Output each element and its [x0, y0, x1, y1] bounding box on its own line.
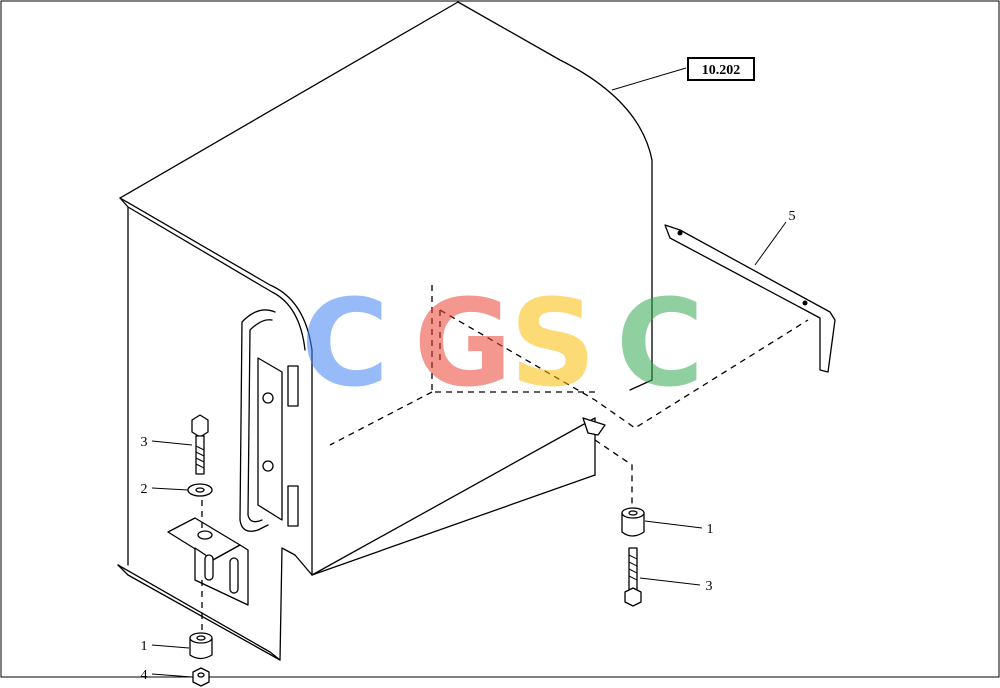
- hinge: [257, 357, 299, 527]
- callout-2-leader: [151, 487, 189, 491]
- callouts: 5 3 2 1 4 1 3: [141, 209, 796, 683]
- left-bracket: [167, 517, 249, 606]
- callout-3-left: 3: [141, 435, 148, 450]
- cover-bottom-lip: [117, 547, 313, 661]
- hinge-pin-upper: [287, 365, 299, 407]
- bracket-hole: [197, 530, 213, 540]
- hinge-pin-lower: [287, 485, 299, 527]
- nut-left: [192, 667, 210, 687]
- cover-back-edge: [629, 299, 653, 391]
- spacer-right: [621, 507, 645, 537]
- callout-1-right: 1: [707, 522, 714, 537]
- spacer-right-hole: [628, 510, 638, 516]
- watermark-letter: C: [301, 275, 389, 414]
- strap-body: [664, 224, 836, 373]
- watermark-letter: G: [414, 275, 513, 414]
- cover-left-side: [119, 197, 129, 566]
- washer-hole: [195, 487, 205, 493]
- handle: [239, 309, 276, 532]
- reference-label: 10.202: [702, 63, 741, 78]
- bolt-head: [191, 414, 209, 438]
- hinge-bolt-upper: [262, 392, 274, 404]
- callout-5-leader: [754, 221, 787, 266]
- bracket-slot-left: [204, 554, 214, 581]
- callout-4-leader: [151, 673, 193, 678]
- hidden-line-right-mount: [594, 439, 633, 510]
- bracket-slot-right: [229, 557, 239, 594]
- watermark-letter: C: [616, 275, 704, 414]
- cover-bottom-face: [311, 474, 596, 576]
- hidden-line-1: [431, 285, 595, 393]
- cover-top-edge: [119, 1, 653, 301]
- spacer-hole: [196, 635, 206, 641]
- handle-inner: [247, 319, 273, 523]
- cover-front-edge: [119, 197, 313, 576]
- hidden-line-3: [439, 309, 809, 429]
- callout-1a-leader: [151, 644, 190, 649]
- strap-hole-1: [677, 230, 683, 236]
- bolt-right-head: [624, 587, 642, 607]
- watermark: C G S C: [301, 275, 704, 414]
- washer-left: [187, 483, 213, 497]
- reference-frame: [687, 57, 755, 81]
- bolt-thread: [195, 445, 205, 469]
- reference-box: 10.202: [611, 57, 755, 91]
- bolt-right: [624, 547, 642, 607]
- reference-leader: [611, 67, 687, 91]
- hidden-line-2: [329, 391, 433, 446]
- callout-2: 2: [141, 482, 148, 497]
- callout-1-left: 1: [141, 639, 148, 654]
- cover-right-bottom: [311, 417, 596, 576]
- callout-3b-leader: [639, 577, 701, 586]
- callout-1b-leader: [644, 520, 703, 529]
- bolt-right-shank: [628, 547, 638, 591]
- bolt-left: [191, 414, 209, 475]
- spacer-right-body: [621, 512, 645, 537]
- hinge-plate: [257, 357, 283, 521]
- bolt-shank: [195, 435, 205, 475]
- bolt-right-thread: [628, 554, 638, 581]
- handle-outer: [239, 309, 276, 532]
- callout-3a-leader: [151, 440, 193, 446]
- spacer-body: [189, 637, 213, 660]
- strap-hole-2: [802, 300, 808, 306]
- cover-bottom-front: [117, 564, 281, 661]
- right-bracket: [582, 417, 606, 436]
- hidden-lines: [201, 285, 809, 632]
- strap: [664, 224, 836, 373]
- tank-cover: [117, 1, 653, 661]
- cover-front-inner-edge: [127, 206, 306, 351]
- callout-3-right: 3: [706, 579, 713, 594]
- callout-5: 5: [789, 209, 796, 224]
- nut-hole: [197, 672, 205, 678]
- hinge-bolt-lower: [262, 460, 274, 472]
- spacer-left: [189, 632, 213, 660]
- callout-4: 4: [141, 668, 148, 683]
- watermark-letter: S: [510, 275, 596, 414]
